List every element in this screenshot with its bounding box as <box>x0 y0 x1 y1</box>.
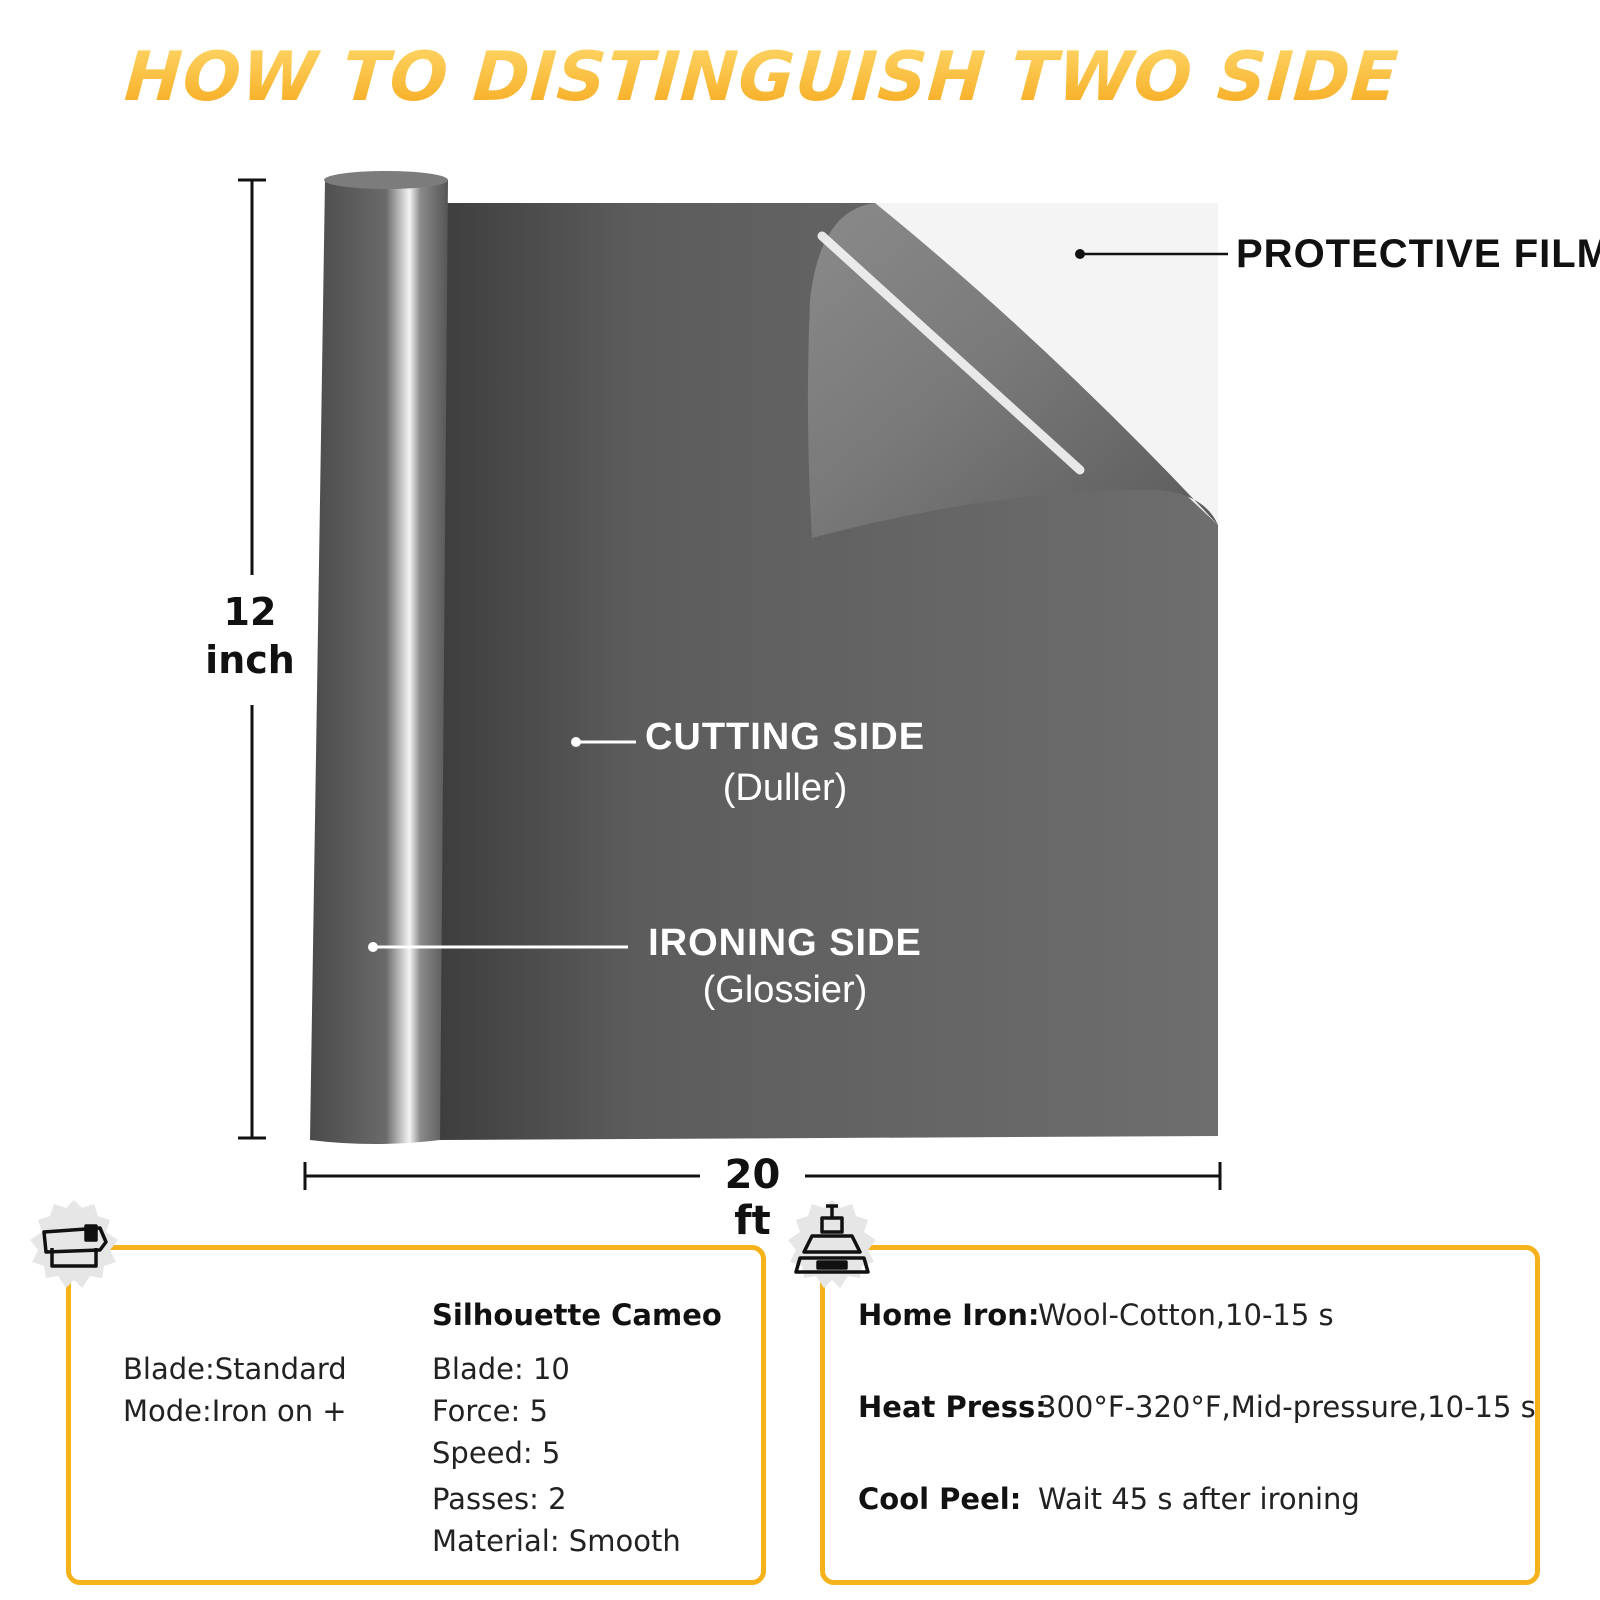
cutting-settings-card <box>66 1245 766 1585</box>
left-setting-blade: Blade:Standard <box>123 1352 347 1386</box>
protective-film-label: PROTECTIVE FILM <box>1236 232 1600 276</box>
vinyl-roll <box>310 173 448 1144</box>
cameo-setting-passes: Passes: 2 <box>432 1482 567 1516</box>
cameo-setting-force: Force: 5 <box>432 1394 548 1428</box>
vinyl-roll-illustration <box>238 171 1228 1190</box>
peeled-corner <box>807 203 1218 538</box>
length-label: 20 ft <box>724 1152 781 1244</box>
heat-press-value: 300°F-320°F,Mid-pressure,10-15 s <box>1038 1390 1536 1424</box>
cameo-setting-material: Material: Smooth <box>432 1524 681 1558</box>
cool-peel-label: Cool Peel: <box>858 1482 1022 1516</box>
height-value: 12 <box>223 590 277 634</box>
height-unit: inch <box>205 638 295 682</box>
left-setting-mode: Mode:Iron on + <box>123 1394 347 1428</box>
cameo-heading: Silhouette Cameo <box>432 1298 722 1332</box>
heat-press-icon <box>788 1200 876 1288</box>
cool-peel-value: Wait 45 s after ironing <box>1038 1482 1360 1516</box>
cutting-side-label: CUTTING SIDE <box>644 716 926 758</box>
heat-press-label: Heat Press: <box>858 1390 1047 1424</box>
home-iron-label: Home Iron: <box>858 1298 1040 1332</box>
cameo-setting-speed: Speed: 5 <box>432 1436 561 1470</box>
cutting-machine-icon <box>30 1200 118 1288</box>
pressing-settings-card <box>820 1245 1540 1585</box>
ironing-side-note: (Glossier) <box>702 969 868 1011</box>
ironing-side-label: IRONING SIDE <box>648 922 922 964</box>
cameo-setting-blade: Blade: 10 <box>432 1352 570 1386</box>
home-iron-value: Wool-Cotton,10-15 s <box>1038 1298 1334 1332</box>
cutting-side-note: (Duller) <box>722 767 848 809</box>
